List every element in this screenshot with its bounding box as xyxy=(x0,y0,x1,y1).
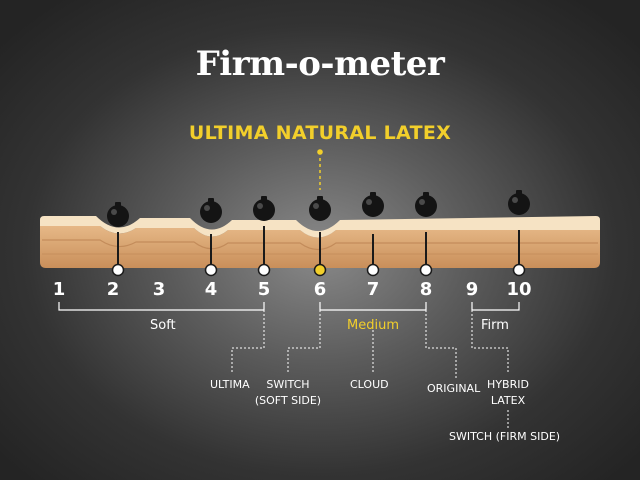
scale-number-7: 7 xyxy=(366,279,380,300)
marker-dot-6 xyxy=(313,263,327,277)
zone-label-medium: Medium xyxy=(347,318,399,333)
scale-number-6: 6 xyxy=(313,279,327,300)
leader-ultima xyxy=(231,310,265,374)
page-title: Firm-o-meter xyxy=(195,44,445,84)
mattress-label-hybrid-latex: HYBRID LATEX xyxy=(484,377,532,409)
marker-dot-2 xyxy=(111,263,125,277)
zone-label-soft: Soft xyxy=(150,318,176,333)
mattress-label-hybrid-line1: HYBRID xyxy=(487,378,529,391)
marker-dot-10 xyxy=(512,263,526,277)
weight-icon xyxy=(200,198,222,223)
mattress-label-cloud: CLOUD xyxy=(350,378,389,391)
weight-icon xyxy=(309,196,331,221)
product-name: ULTIMA NATURAL LATEX xyxy=(188,122,452,144)
marker-dot-8 xyxy=(419,263,433,277)
mattress-label-switch-firm: SWITCH (FIRM SIDE) xyxy=(449,430,561,443)
scale-number-1: 1 xyxy=(52,279,66,300)
marker-dot-7 xyxy=(366,263,380,277)
scale-number-8: 8 xyxy=(419,279,433,300)
mattress-top-layer xyxy=(40,216,600,238)
weight-icon xyxy=(508,190,530,215)
mattress-label-switch-soft-line1: SWITCH xyxy=(266,378,310,391)
firm-bracket xyxy=(471,302,520,311)
mattress-label-original: ORIGINAL xyxy=(427,382,481,395)
scale-number-4: 4 xyxy=(204,279,218,300)
scale-number-5: 5 xyxy=(257,279,271,300)
marker-dot-4 xyxy=(204,263,218,277)
weight-icon xyxy=(415,192,437,217)
leader-switch-soft xyxy=(287,310,321,374)
medium-bracket xyxy=(319,302,427,311)
scale-number-3: 3 xyxy=(152,279,166,300)
weight-icon xyxy=(253,196,275,221)
marker-dot-5 xyxy=(257,263,271,277)
mattress-label-hybrid-line2: LATEX xyxy=(490,394,526,407)
scale-number-10: 10 xyxy=(506,279,532,300)
weight-icon xyxy=(362,192,384,217)
zone-label-firm: Firm xyxy=(481,318,509,333)
mattress-label-ultima: ULTIMA xyxy=(210,378,250,391)
weight-icon xyxy=(107,202,129,227)
leader-original xyxy=(425,310,457,378)
leader-hybrid xyxy=(471,310,509,374)
soft-bracket xyxy=(58,302,265,311)
mattress-label-switch-soft: SWITCH (SOFT SIDE) xyxy=(253,377,323,409)
mattress-label-switch-soft-line2: (SOFT SIDE) xyxy=(254,394,322,407)
scale-number-9: 9 xyxy=(465,279,479,300)
scale-number-2: 2 xyxy=(106,279,120,300)
product-pointer-dot xyxy=(317,149,323,155)
